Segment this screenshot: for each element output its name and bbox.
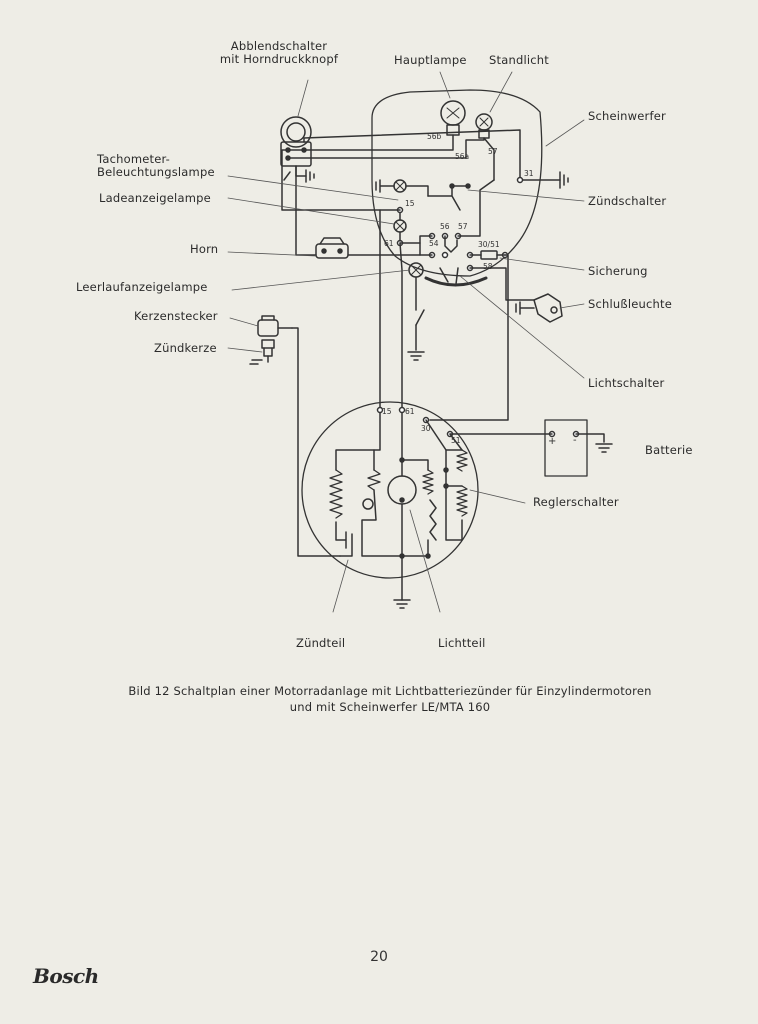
battery-plus: + — [548, 436, 557, 447]
terminal-61-top: 61 — [384, 239, 394, 248]
idle-lamp-symbol — [407, 262, 425, 361]
terminal-57-switch: 57 — [458, 222, 468, 231]
label-zuendkerze: Zündkerze — [154, 341, 217, 355]
label-ladeanzeigelampe: Ladeanzeigelampe — [99, 191, 211, 205]
label-abblendschalter-line2: mit Horndruckknopf — [219, 52, 339, 66]
page-number: 20 — [370, 949, 388, 965]
label-kerzenstecker: Kerzenstecker — [134, 309, 218, 323]
terminal-61-gen: 61 — [405, 407, 415, 416]
terminal-15-top: 15 — [405, 199, 415, 208]
battery-symbol — [449, 419, 613, 477]
label-zuendschalter: Zündschalter — [588, 194, 667, 208]
label-tachometer-line1: Tachometer- — [97, 152, 171, 166]
terminal-54: 54 — [429, 239, 439, 248]
dynamo-symbol — [387, 412, 417, 609]
label-tachometer: Tachometer- Beleuchtungslampe — [97, 153, 215, 179]
parking-light-symbol — [475, 113, 493, 139]
label-tachometer-line2: Beleuchtungslampe — [97, 165, 215, 179]
label-horn: Horn — [190, 242, 219, 256]
battery-minus: - — [573, 435, 577, 446]
label-hauptlampe: Hauptlampe — [394, 53, 467, 67]
label-reglerschalter: Reglerschalter — [533, 495, 619, 509]
label-sicherung: Sicherung — [588, 264, 648, 278]
regulator-switch-symbol — [399, 419, 468, 559]
label-batterie: Batterie — [645, 443, 693, 457]
terminal-30-51: 30/51 — [478, 240, 500, 249]
tachometer-lamp-symbol — [375, 179, 429, 197]
terminal-57: 57 — [488, 147, 498, 156]
ignition-coil-symbol — [329, 469, 343, 519]
label-lichtteil: Lichtteil — [438, 636, 486, 650]
label-leerlaufanzeigelampe: Leerlaufanzeigelampe — [76, 280, 208, 294]
light-switch-block — [424, 232, 509, 287]
terminal-30: 30 — [421, 424, 431, 433]
label-abblendschalter-line1: Abblendschalter — [230, 39, 328, 53]
caption-line2: und mit Scheinwerfer LE/MTA 160 — [289, 700, 491, 714]
label-scheinwerfer: Scheinwerfer — [588, 109, 666, 123]
charge-lamp-symbol — [393, 206, 407, 247]
main-lamp-symbol — [440, 100, 466, 136]
caption-line1: Bild 12 Schaltplan einer Motorradanlage … — [128, 684, 652, 698]
label-abblendschalter: Abblendschalter mit Horndruckknopf — [214, 40, 344, 66]
figure-caption: Bild 12 Schaltplan einer Motorradanlage … — [60, 683, 720, 715]
tail-light-symbol — [469, 267, 563, 323]
label-zuendteil: Zündteil — [296, 636, 346, 650]
horn-symbol — [315, 237, 349, 259]
label-schlussleuchte: Schlußleuchte — [588, 297, 672, 311]
terminal-58: 58 — [483, 262, 493, 271]
terminal-15-gen: 15 — [382, 407, 392, 416]
ignition-switch-symbol — [427, 185, 469, 211]
terminal-31: 31 — [524, 169, 534, 178]
bosch-logo: Bosch — [33, 964, 99, 988]
generator-housing — [301, 401, 479, 579]
label-lichtschalter: Lichtschalter — [588, 376, 665, 390]
terminal-56b: 56b — [427, 132, 442, 141]
terminal-56a: 56a — [455, 152, 470, 161]
terminal-51: 51 — [451, 436, 461, 445]
spark-plug-symbol — [249, 315, 293, 365]
terminal-56: 56 — [440, 222, 450, 231]
label-standlicht: Standlicht — [489, 53, 549, 67]
